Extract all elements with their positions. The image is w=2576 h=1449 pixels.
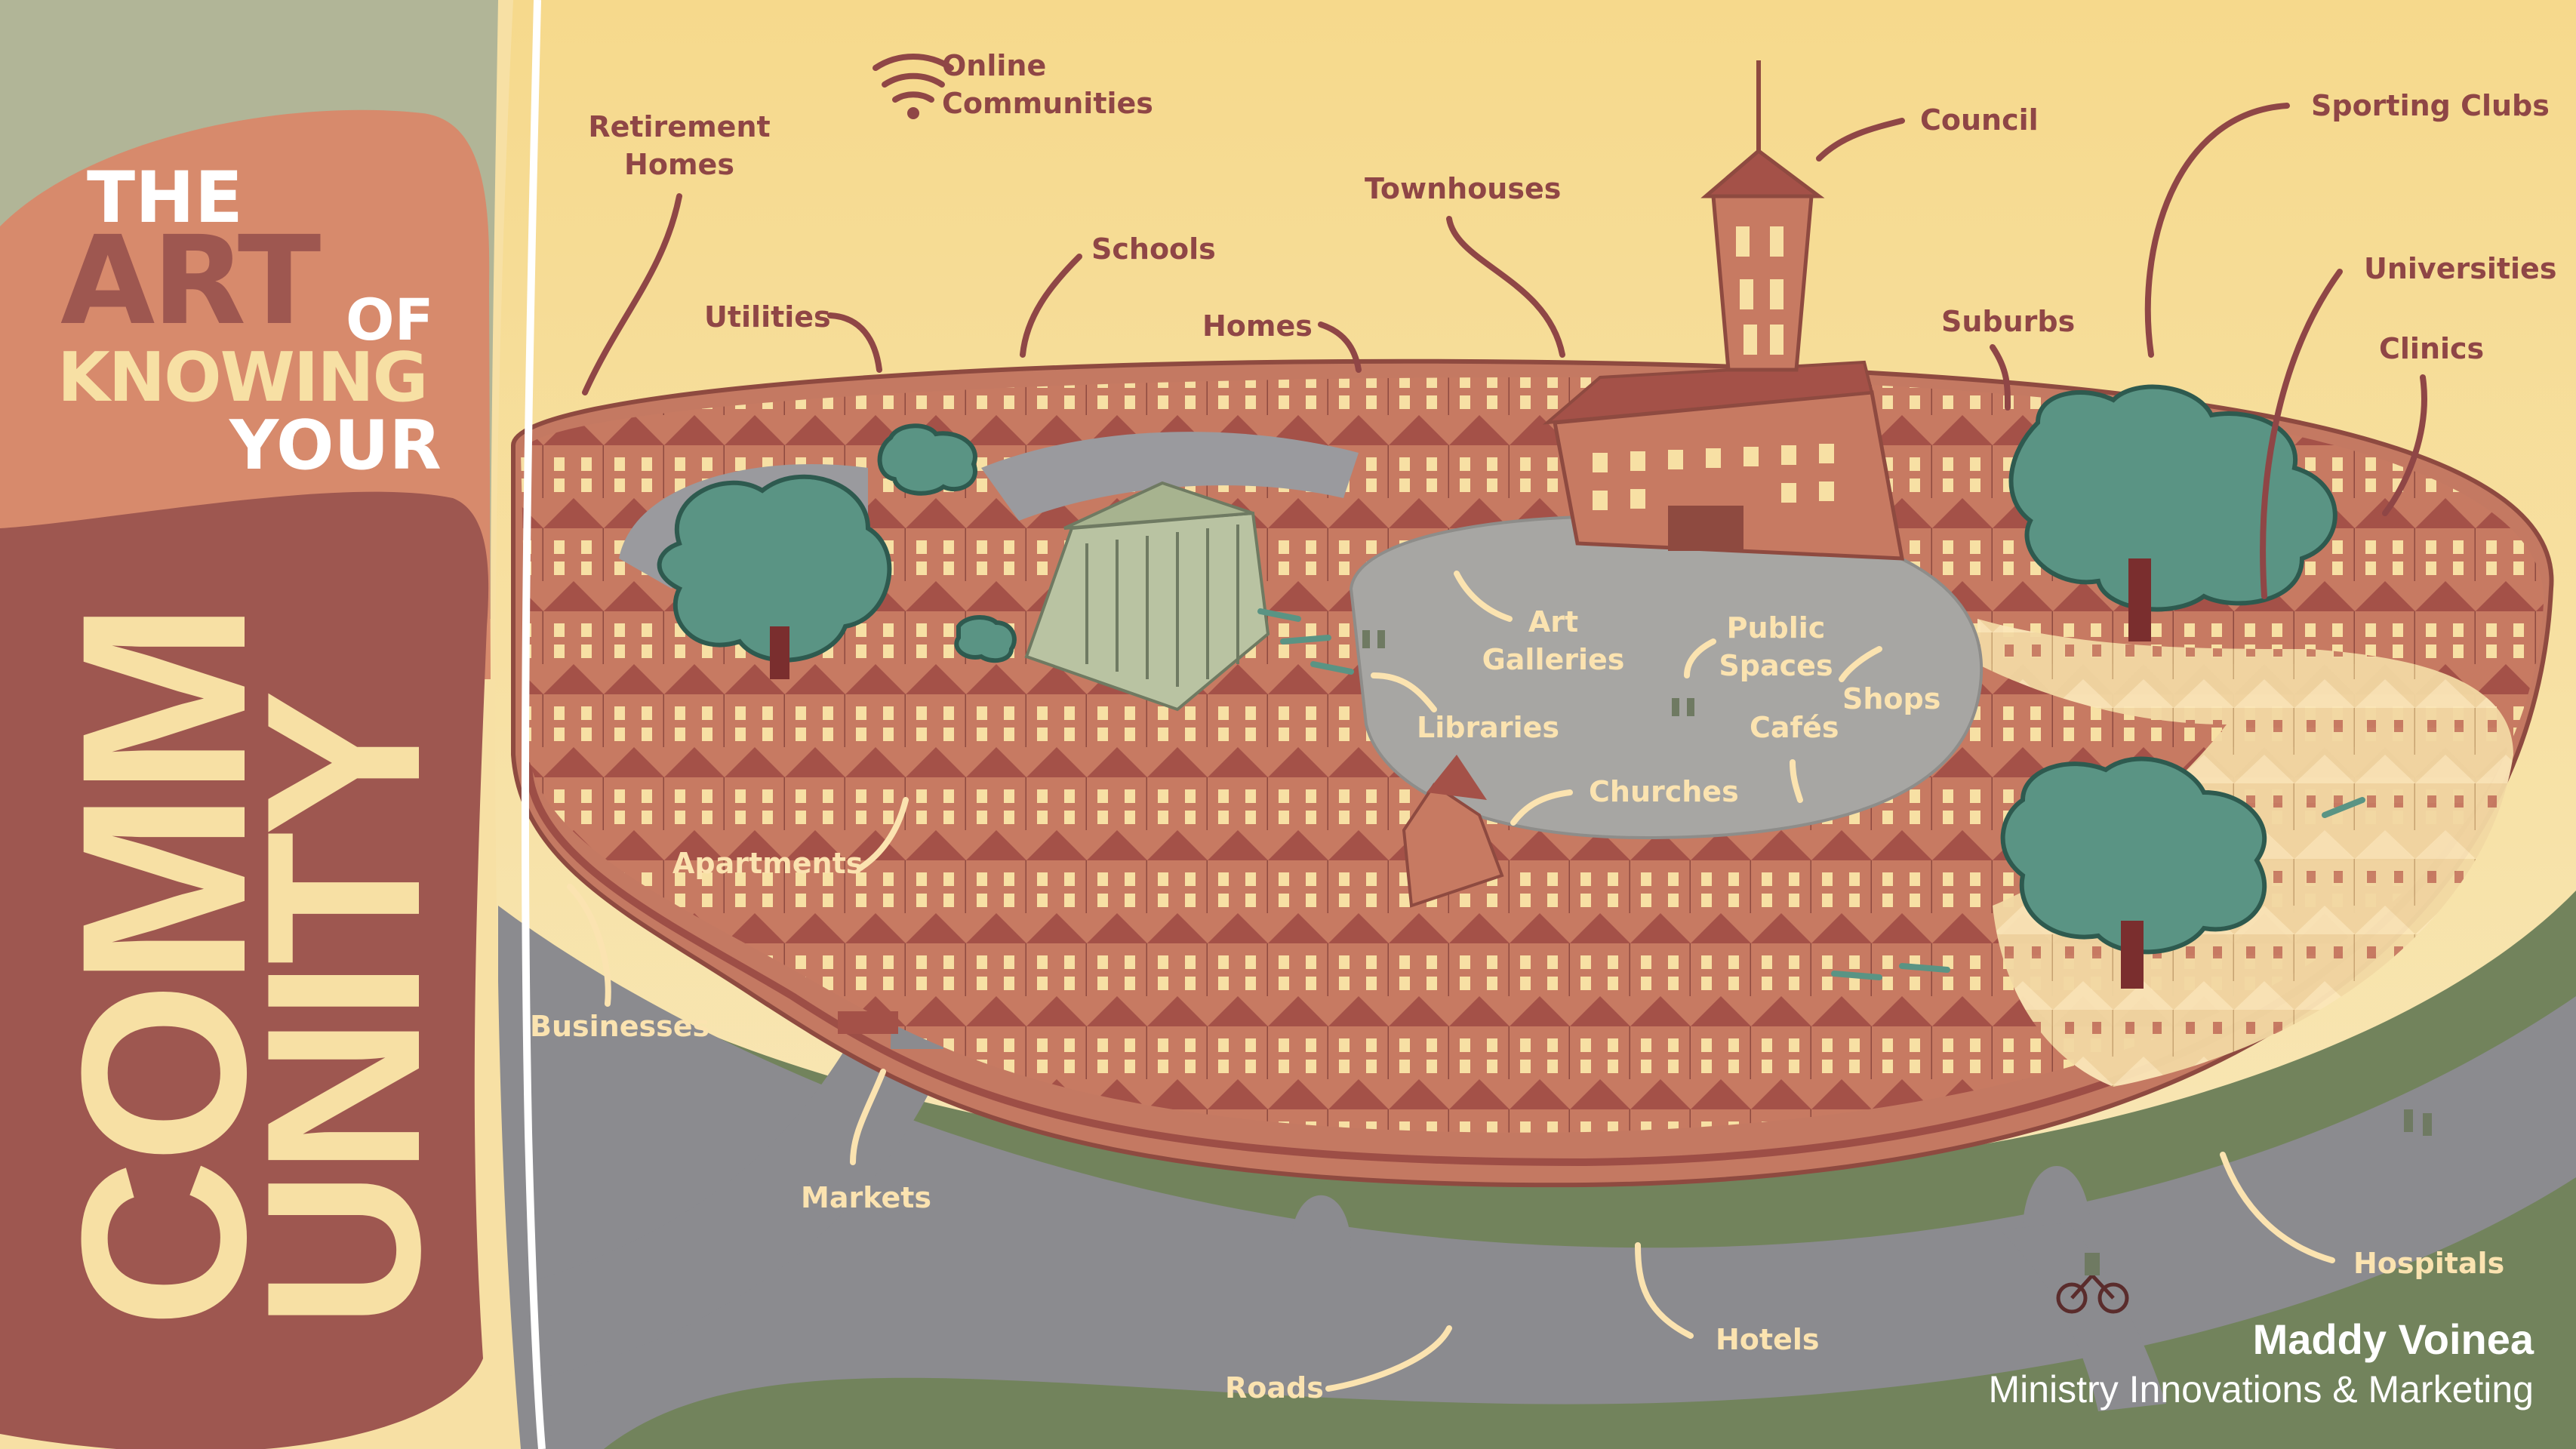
label-public-spaces-line2: Spaces bbox=[1719, 649, 1833, 682]
label-homes: Homes bbox=[1202, 309, 1313, 343]
label-churches: Churches bbox=[1589, 775, 1739, 808]
label-schools: Schools bbox=[1091, 232, 1216, 266]
label-hotels: Hotels bbox=[1716, 1323, 1820, 1356]
credit-author-name: Maddy Voinea bbox=[2252, 1315, 2534, 1363]
label-apartments: Apartments bbox=[672, 847, 863, 880]
label-retirement-homes-line1: Retirement bbox=[588, 110, 771, 143]
title-panel bbox=[0, 0, 546, 1449]
label-sporting-clubs: Sporting Clubs bbox=[2311, 89, 2550, 122]
label-art-galleries-line1: Art bbox=[1528, 605, 1579, 638]
label-cafes: Cafés bbox=[1750, 711, 1839, 744]
title-knowing: KNOWING bbox=[57, 338, 429, 417]
title-art: ART bbox=[60, 211, 321, 352]
label-universities: Universities bbox=[2364, 252, 2557, 285]
label-businesses: Businesses bbox=[530, 1010, 710, 1043]
title-community-part2: UNITY bbox=[221, 694, 466, 1328]
label-art-galleries-line2: Galleries bbox=[1482, 643, 1625, 676]
label-online-communities-line2: Communities bbox=[942, 87, 1153, 120]
label-online-communities-line1: Online bbox=[942, 49, 1047, 82]
label-townhouses: Townhouses bbox=[1365, 172, 1562, 205]
label-public-spaces-line1: Public bbox=[1726, 611, 1826, 645]
wifi-icon bbox=[873, 54, 954, 119]
label-retirement-homes-line2: Homes bbox=[624, 148, 734, 181]
label-hospitals: Hospitals bbox=[2353, 1247, 2505, 1280]
title-your: YOUR bbox=[229, 406, 442, 485]
label-markets: Markets bbox=[801, 1181, 932, 1214]
label-suburbs: Suburbs bbox=[1941, 305, 2076, 338]
credit-author-role: Ministry Innovations & Marketing bbox=[1988, 1368, 2534, 1411]
label-clinics: Clinics bbox=[2379, 332, 2485, 365]
label-libraries: Libraries bbox=[1417, 711, 1559, 744]
label-roads: Roads bbox=[1225, 1371, 1324, 1404]
label-utilities: Utilities bbox=[704, 300, 831, 334]
title-the: THE bbox=[87, 157, 244, 239]
label-shops: Shops bbox=[1842, 682, 1941, 715]
label-council: Council bbox=[1920, 103, 2039, 137]
title-of: OF bbox=[346, 286, 434, 353]
